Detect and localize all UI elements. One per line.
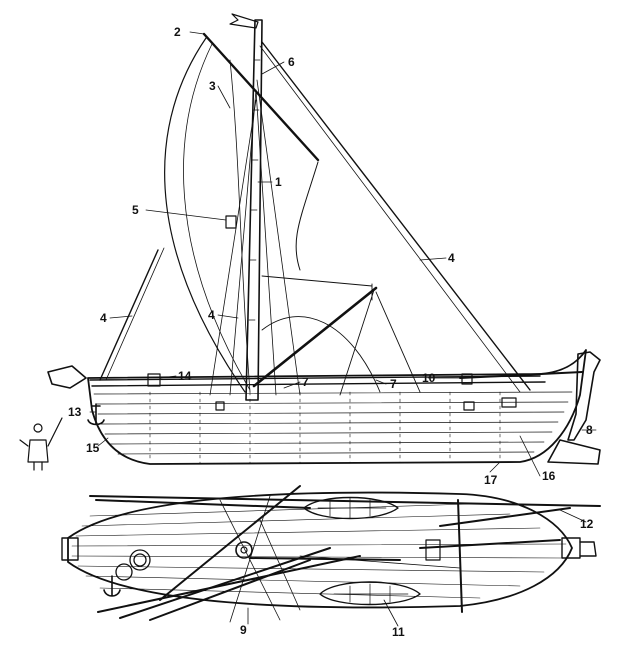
- side-view: [19, 13, 601, 471]
- stern-post: [47, 365, 87, 389]
- forestay: [261, 41, 531, 391]
- callout-label: 17: [484, 473, 498, 487]
- callout-label: 4: [100, 311, 107, 325]
- callout-label: 7: [302, 375, 309, 389]
- bowsprit: [459, 371, 583, 379]
- callout-label: 14: [178, 369, 192, 383]
- callout-label: 11: [392, 625, 405, 639]
- callout-label: 13: [68, 405, 82, 419]
- ship-boat-lower: [319, 581, 421, 606]
- deck-anchor: [103, 575, 121, 597]
- callout-label: 9: [240, 623, 247, 637]
- boom-tackle: [261, 275, 421, 396]
- callout-label: 3: [209, 79, 216, 93]
- callouts: 2 6 3 1 5 4 4 4 7 7 10 14 13 15 17 16 8 …: [68, 25, 594, 639]
- coiled-rope: [115, 549, 151, 581]
- side-port: [501, 397, 517, 408]
- callout-label: 10: [422, 371, 436, 385]
- mast-block: [225, 215, 237, 229]
- callout-label: 6: [288, 55, 295, 69]
- masthead-flag: [229, 13, 259, 29]
- person-figure: [19, 417, 63, 471]
- callout-label: 8: [586, 423, 593, 437]
- shrouds: [209, 79, 301, 396]
- bow-post: [567, 351, 601, 441]
- backstay: [99, 249, 159, 381]
- callout-label: 16: [542, 469, 556, 483]
- deck-hatch-14: [147, 373, 161, 387]
- callout-label: 1: [275, 175, 282, 189]
- yard: [202, 32, 320, 162]
- side-port: [215, 401, 225, 411]
- callout-label: 15: [86, 441, 100, 455]
- oars-and-spars: [89, 485, 601, 621]
- mainsail: [164, 37, 246, 393]
- mast-step: [235, 541, 253, 559]
- callout-label: 5: [132, 203, 139, 217]
- boom: [252, 286, 378, 388]
- hull-planking: [93, 391, 573, 455]
- bow-box: [561, 537, 581, 559]
- callout-label: 4: [208, 308, 215, 322]
- top-view: [61, 485, 601, 623]
- callout-label: 2: [174, 25, 181, 39]
- leader-lines: [89, 31, 597, 627]
- hull: [87, 349, 587, 465]
- gunwale: [89, 375, 546, 387]
- side-port: [463, 401, 475, 411]
- deck-pole: [457, 499, 463, 613]
- stern-box: [61, 537, 79, 561]
- ship-boat-upper: [303, 496, 399, 520]
- anchor-13: [87, 403, 105, 426]
- callout-label: 7: [390, 377, 397, 391]
- callout-label: 4: [448, 251, 455, 265]
- deck-box-9: [461, 373, 473, 385]
- deck-plan-hull: [67, 491, 573, 609]
- mast: [245, 19, 263, 401]
- callout-label: 12: [580, 517, 594, 531]
